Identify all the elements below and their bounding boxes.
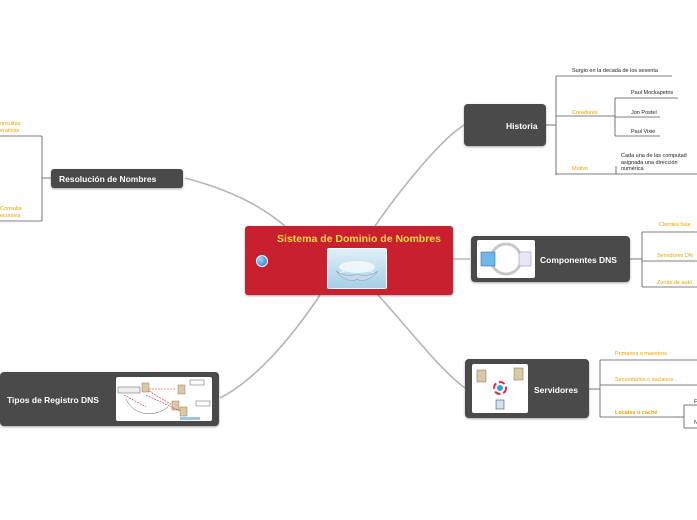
historia-surgio: Surgio en la decada de los sesenta xyxy=(572,68,658,74)
historia-motivo-detalle: Cada una de las computad asignada una di… xyxy=(621,153,687,172)
componente-clientes: Clientes fase xyxy=(659,222,691,228)
servers-diagram-image xyxy=(472,364,528,413)
dns-records-diagram-image xyxy=(116,377,212,421)
creador-mockapetris: Paul Mockapetris xyxy=(631,90,674,96)
servidor-locales-sub-n: N xyxy=(694,420,697,426)
topic-componentes-label: Componentes DNS xyxy=(540,255,617,265)
central-title: Sistema de Dominio de Nombres xyxy=(277,233,441,245)
hands-holding-water-image xyxy=(327,248,387,289)
topic-servidores[interactable]: Servidores xyxy=(465,359,589,418)
historia-motivo: Motivo xyxy=(572,166,589,172)
creador-vixie: Paul Vixie xyxy=(631,129,656,135)
topic-tipos-label: Tipos de Registro DNS xyxy=(7,395,99,405)
resolucion-iterativas: onsultas erativas xyxy=(0,121,21,134)
topic-historia-label: Historia xyxy=(506,121,538,131)
components-diagram-image xyxy=(477,240,535,278)
servidor-locales-sub-f: F xyxy=(694,399,697,405)
topic-servidores-label: Servidores xyxy=(534,385,578,395)
central-topic[interactable]: Sistema de Dominio de Nombres xyxy=(245,226,453,295)
topic-tipos-registro[interactable]: Tipos de Registro DNS xyxy=(0,372,219,426)
componente-servidores: Servidores DN xyxy=(657,253,693,259)
topic-historia[interactable]: Historia xyxy=(464,104,546,146)
topic-componentes-dns[interactable]: Componentes DNS xyxy=(471,236,630,282)
servidor-locales: Locales o caché xyxy=(615,410,658,416)
resolucion-recursiva: Consulta ecursiva xyxy=(0,206,22,219)
historia-creadores: Creadores xyxy=(572,110,598,116)
servidor-secundarios: Secundarios o esclavos xyxy=(615,377,674,383)
globe-icon xyxy=(256,255,268,267)
componente-zonas: Zonas de auto xyxy=(657,280,693,286)
topic-resolucion-nombres[interactable]: Resolución de Nombres xyxy=(51,169,183,188)
topic-resolucion-label: Resolución de Nombres xyxy=(59,174,157,184)
servidor-primarios: Primarios o maestros xyxy=(615,351,667,357)
creador-postel: Jon Postel xyxy=(631,110,657,116)
